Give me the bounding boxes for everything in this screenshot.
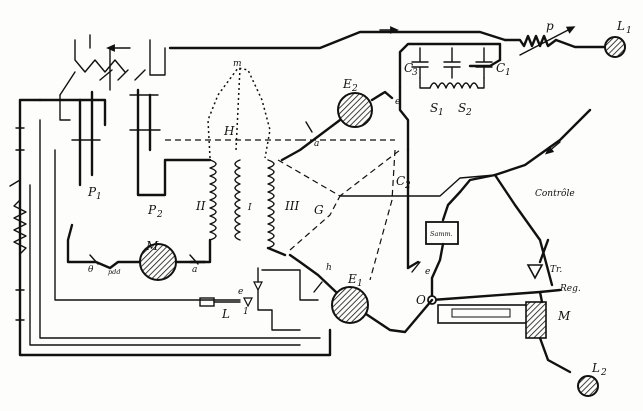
contact-a-top xyxy=(305,121,313,133)
label-E2: E xyxy=(342,77,352,91)
switch-cluster xyxy=(38,34,166,127)
label-G: G xyxy=(314,203,324,217)
label-M-right: M xyxy=(557,309,571,323)
label-S1-sub: 1 xyxy=(438,108,444,118)
relay-P1: P 1 xyxy=(71,90,102,202)
label-m: m xyxy=(233,59,242,69)
label-a-motor: a xyxy=(192,265,197,275)
machine-E1: E 1 h e xyxy=(288,253,434,334)
label-Reg: Reg. xyxy=(559,284,581,294)
label-coil-II: II xyxy=(195,199,206,213)
capacitor-bank: C 3 C 1 S 1 S 2 xyxy=(398,42,511,152)
label-C3-sub: 3 xyxy=(412,68,418,78)
regulator: O Reg. M xyxy=(416,284,581,374)
label-coil-III: III xyxy=(284,199,299,213)
machine-E2: E 2 e a xyxy=(280,77,400,162)
coil-I: I xyxy=(234,159,252,241)
label-samm: Samm. xyxy=(430,230,453,238)
label-C2: C xyxy=(396,174,405,188)
left-switch xyxy=(9,179,21,187)
label-S2-sub: 2 xyxy=(465,108,472,118)
label-M-motor: M xyxy=(145,239,159,253)
terminal-L1: L 1 xyxy=(604,19,632,58)
trigger-Tr: Tr. xyxy=(526,238,562,280)
label-coil-I: I xyxy=(247,203,252,213)
contact-h xyxy=(313,261,421,293)
label-e-E2: e xyxy=(395,97,400,107)
motor-M: M θ pdd a xyxy=(66,223,207,281)
label-L1: L xyxy=(616,19,625,33)
label-pdd: pdd xyxy=(108,268,120,276)
coil-III: III xyxy=(266,159,299,257)
label-h: h xyxy=(326,263,332,273)
top-feeder-line xyxy=(106,26,607,68)
label-p-resistor: p xyxy=(546,19,554,33)
label-L2-sub: 2 xyxy=(600,368,607,378)
label-a-top: a xyxy=(314,139,319,149)
label-P2: P xyxy=(147,203,157,217)
label-P1: P xyxy=(87,185,97,199)
label-controle: Contrôle xyxy=(535,188,575,199)
dashed-links: G C 2 xyxy=(277,139,411,281)
contact-controle xyxy=(514,204,523,215)
label-Tr: Tr. xyxy=(550,265,562,275)
label-C3: C xyxy=(404,61,413,75)
label-S2: S xyxy=(458,101,466,115)
label-C1-sub: 1 xyxy=(505,68,511,78)
relay-P2: P 2 xyxy=(129,88,212,220)
left-outer-loop xyxy=(9,98,332,357)
dotted-arc-m: m H xyxy=(165,59,300,159)
label-C1: C xyxy=(496,61,505,75)
label-L2: L xyxy=(591,361,600,375)
label-theta: θ xyxy=(88,265,94,275)
label-H: H xyxy=(223,124,235,138)
label-L1-sub: 1 xyxy=(626,26,632,36)
coil-II: II xyxy=(188,159,217,264)
label-e-sw: e xyxy=(238,287,243,297)
right-main-line: Contrôle xyxy=(339,108,592,287)
label-E1: E xyxy=(347,272,357,286)
switch-L: L e 1 xyxy=(199,267,319,331)
label-O: O xyxy=(416,293,426,307)
terminal-L2: L 2 xyxy=(577,361,607,397)
samm-box: Samm. xyxy=(425,221,459,298)
label-C2-sub: 2 xyxy=(404,181,411,191)
label-P2-sub: 2 xyxy=(156,210,163,220)
label-sw1: 1 xyxy=(243,307,249,317)
label-P1-sub: 1 xyxy=(96,192,102,202)
label-E1-sub: 1 xyxy=(357,279,363,289)
label-S1: S xyxy=(430,101,438,115)
label-E2-sub: 2 xyxy=(351,84,358,94)
label-L-lower: L xyxy=(221,307,230,321)
label-e-lower: e xyxy=(425,267,430,277)
